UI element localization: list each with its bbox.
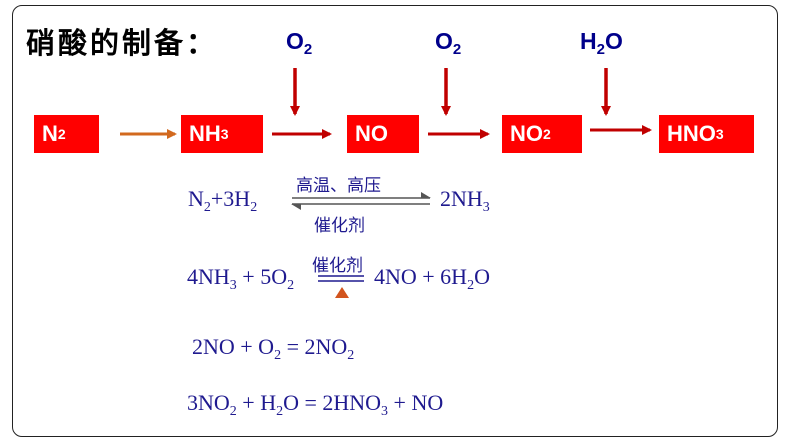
box-no: NO [347,115,419,153]
eq3-a: 2NO + O [192,334,275,359]
eq1-lhs-a: N [188,186,204,211]
eq1-lhs-a-sub: 2 [203,200,211,215]
eq1-lhs-b: +3H [210,186,251,211]
box-hno3-main: HNO [667,121,716,146]
eq3-b: = 2NO [281,334,348,359]
box-no-main: NO [355,121,388,146]
eq1-lhs: N2+3H2 [188,186,257,216]
eq4-a-sub: 2 [229,404,237,419]
eq4: 3NO2 + H2O = 2HNO3 + NO [187,390,443,420]
box-nh3-main: NH [189,121,221,146]
eq2-condition-top: 催化剂 [312,256,363,276]
reagent-o2-second-main: O [435,28,453,54]
box-no2-main: NO [510,121,543,146]
eq2-lhs-b-sub: 2 [287,278,295,293]
reagent-o2-first-main: O [286,28,304,54]
eq4-b: + H [236,390,277,415]
reagent-o2-first: O2 [286,28,312,58]
eq2-lhs-b: + 5O [236,264,288,289]
eq4-b-sub: 2 [276,404,284,419]
eq1-rhs-a-sub: 3 [482,200,490,215]
reagent-h2o-sub: 2 [596,41,605,58]
eq2-rhs-a-sub: 2 [467,278,475,293]
eq2-rhs: 4NO + 6H2O [374,264,490,294]
eq2-lhs-a-sub: 3 [229,278,237,293]
reagent-o2-second: O2 [435,28,461,58]
eq4-c: O = 2HNO [283,390,382,415]
eq1-condition-top: 高温、高压 [296,176,381,196]
heating-triangle-icon [335,287,349,298]
box-n2-main: N [42,121,58,146]
eq2-lhs-a: 4NH [187,264,230,289]
box-no2-sub: 2 [543,126,551,142]
eq3-b-sub: 2 [347,348,355,363]
slide-title: 硝酸的制备： [26,26,219,60]
eq4-d: + NO [388,390,444,415]
reagent-o2-second-sub: 2 [452,41,462,58]
box-hno3-sub: 3 [715,126,724,142]
box-n2-sub: 2 [57,126,66,142]
eq2-rhs-b: O [474,264,490,289]
eq1-condition-bottom: 催化剂 [314,216,365,236]
eq4-a: 3NO [187,390,230,415]
reagent-h2o: H2O [580,28,623,58]
reagent-h2o-rest: O [604,28,623,54]
eq1-rhs: 2NH3 [440,186,490,216]
box-nh3-sub: 3 [220,126,229,142]
eq1-lhs-b-sub: 2 [250,200,258,215]
reagent-h2o-main: H [580,28,597,54]
eq1-rhs-a: 2NH [440,186,483,211]
eq2-rhs-a: 4NO + 6H [374,264,468,289]
eq4-c-sub: 3 [381,404,389,419]
eq2-lhs: 4NH3 + 5O2 [187,264,294,294]
reagent-o2-first-sub: 2 [303,41,313,58]
slide-frame [12,5,778,437]
eq3: 2NO + O2 = 2NO2 [192,334,354,364]
eq3-a-sub: 2 [274,348,282,363]
